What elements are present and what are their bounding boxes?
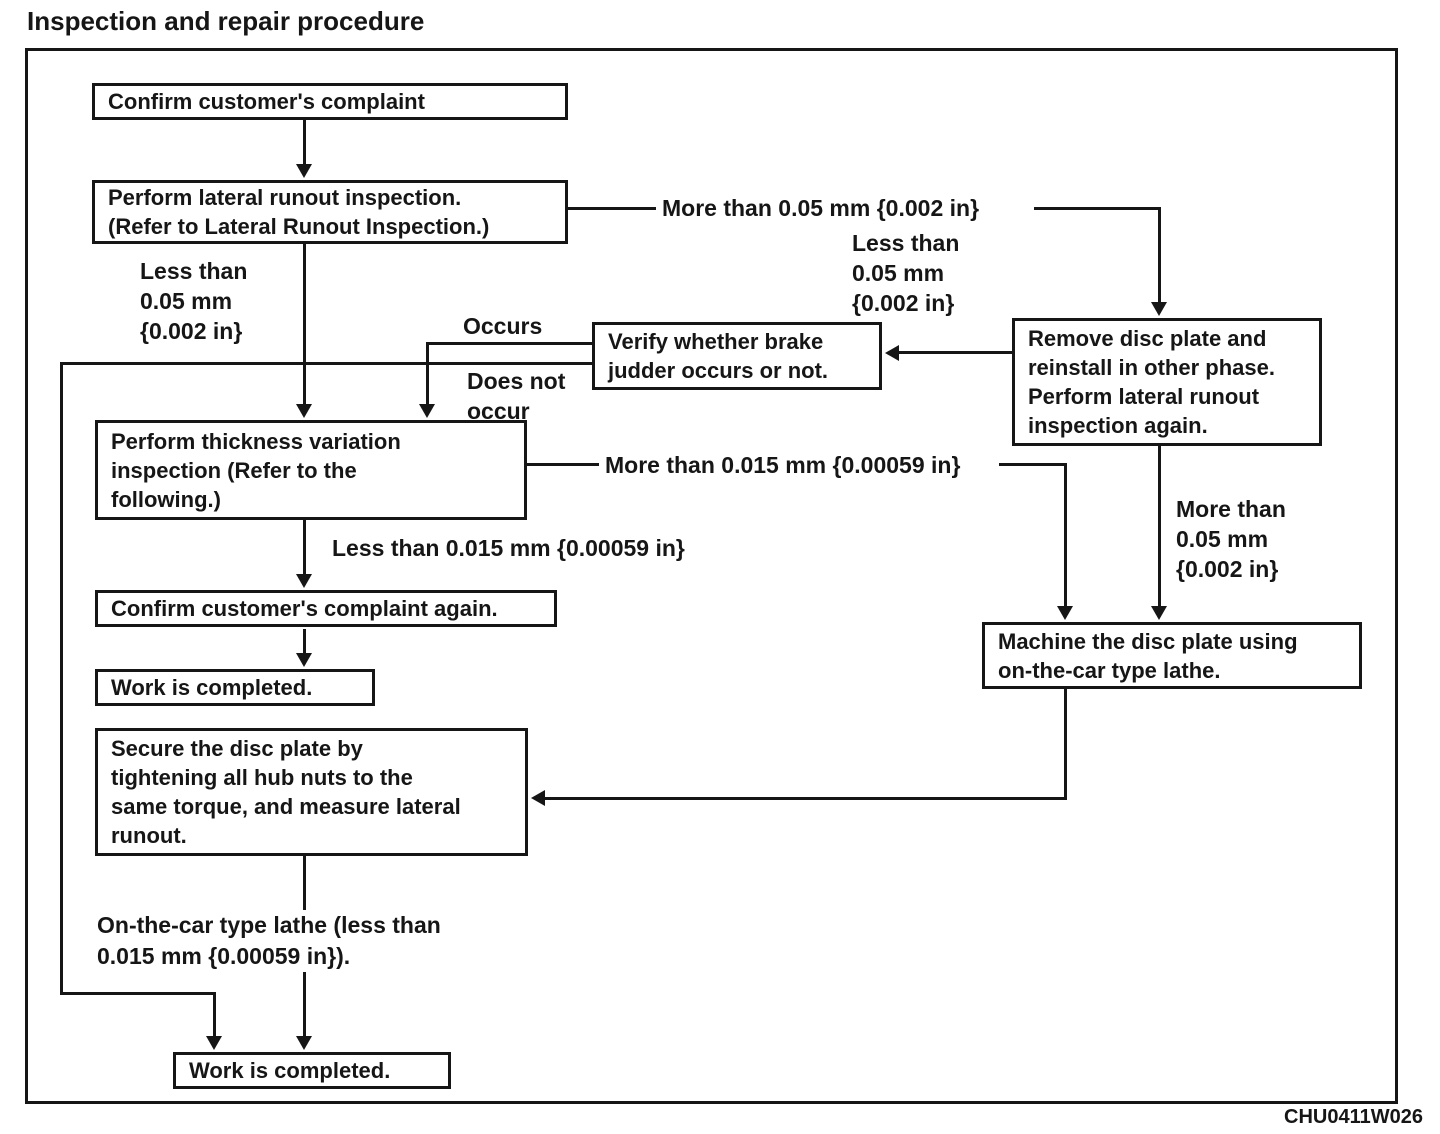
arrowhead-down-icon <box>1151 302 1167 316</box>
label-less-than-005-right: Less than 0.05 mm {0.002 in} <box>852 228 960 318</box>
connector-occurs-horizontal <box>426 342 592 345</box>
label-occurs: Occurs <box>463 311 543 341</box>
arrowhead-left-icon <box>531 790 545 806</box>
figure-code: CHU0411W026 <box>1284 1106 1423 1128</box>
connector-more005-down <box>1158 207 1161 304</box>
label-less-than-0015: Less than 0.015 mm {0.00059 in} <box>332 533 685 563</box>
connector-more0015-left-segment <box>527 463 599 466</box>
box-confirm-complaint-again: Confirm customer's complaint again. <box>95 590 557 627</box>
connector-left-bypass-vertical <box>60 362 63 995</box>
box-verify-brake-judder: Verify whether brake judder occurs or no… <box>592 322 882 390</box>
connector-more0015-down <box>1064 463 1067 608</box>
arrowhead-down-icon <box>206 1036 222 1050</box>
arrowhead-left-icon <box>885 345 899 361</box>
arrowhead-down-icon <box>1057 606 1073 620</box>
connector-occurs-vertical <box>426 342 429 406</box>
arrowhead-down-icon <box>1151 606 1167 620</box>
arrowhead-down-icon <box>296 653 312 667</box>
box-work-completed-first: Work is completed. <box>95 669 375 706</box>
label-less-than-005-left: Less than 0.05 mm {0.002 in} <box>140 256 248 346</box>
arrowhead-down-icon <box>296 164 312 178</box>
label-does-not-occur: Does not occur <box>467 368 566 424</box>
connector-doesnotoccur-horizontal <box>60 362 592 365</box>
connector-more0015-right-segment <box>999 463 1067 466</box>
label-more-than-005-top: More than 0.05 mm {0.002 in} <box>662 193 980 223</box>
label-on-the-car-lathe: On-the-car type lathe (less than 0.015 m… <box>97 910 441 972</box>
box-machine-disc-plate: Machine the disc plate using on-the-car … <box>982 622 1362 689</box>
connector-machine-to-secure <box>545 797 1067 800</box>
arrowhead-down-icon <box>296 404 312 418</box>
box-confirm-complaint: Confirm customer's complaint <box>92 83 568 120</box>
label-more-than-0015: More than 0.015 mm {0.00059 in} <box>605 450 961 480</box>
arrowhead-down-icon <box>296 1036 312 1050</box>
arrowhead-down-icon <box>296 574 312 588</box>
page-title: Inspection and repair procedure <box>27 6 425 36</box>
connector-more005-left-segment <box>568 207 656 210</box>
label-more-than-005-bottom: More than 0.05 mm {0.002 in} <box>1176 494 1286 584</box>
connector-more005-right-segment <box>1034 207 1161 210</box>
box-lateral-runout-inspection: Perform lateral runout inspection. (Refe… <box>92 180 568 244</box>
connector-thickness-to-confirm <box>303 520 306 576</box>
connector-remove-to-machine <box>1158 446 1161 608</box>
box-thickness-variation-inspection: Perform thickness variation inspection (… <box>95 420 527 520</box>
connector-runout-to-thickness <box>303 244 306 406</box>
connector-remove-to-verify <box>899 351 1012 354</box>
connector-complaint-to-runout <box>303 119 306 167</box>
box-work-completed-final: Work is completed. <box>173 1052 451 1089</box>
connector-confirm-to-work <box>303 629 306 657</box>
connector-bypass-bottom-horizontal <box>60 992 216 995</box>
connector-bypass-to-final <box>213 992 216 1038</box>
box-remove-disc-plate: Remove disc plate and reinstall in other… <box>1012 318 1322 446</box>
arrowhead-down-icon <box>419 404 435 418</box>
box-secure-disc-plate: Secure the disc plate by tightening all … <box>95 728 528 856</box>
connector-machine-down <box>1064 689 1067 800</box>
